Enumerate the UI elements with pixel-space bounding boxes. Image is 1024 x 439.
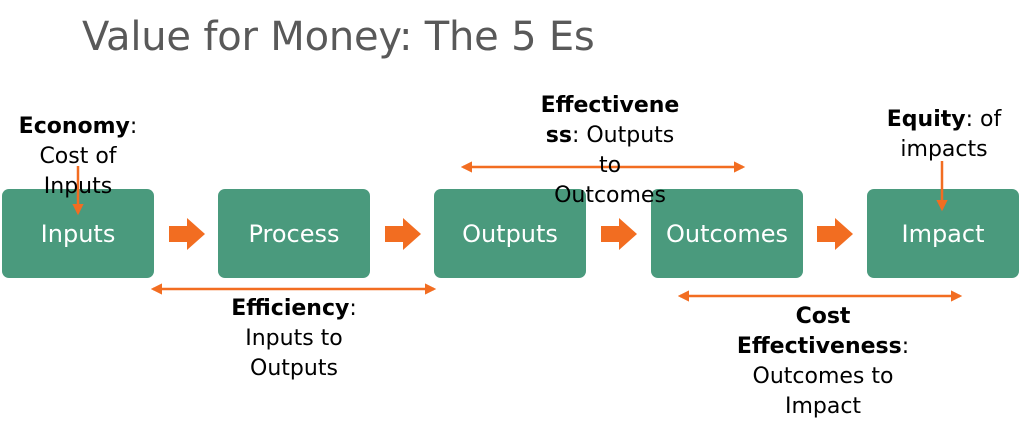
efficiency-term: Efficiency (231, 296, 350, 321)
outcomes-box-label: Outcomes (665, 219, 789, 248)
cost-effectiveness-term1: Cost (795, 304, 851, 329)
effectiveness-label: Effectivene ss: Outputs to Outcomes (530, 91, 690, 211)
outputs-box: Outputs (434, 189, 586, 278)
equity-term: Equity (886, 107, 966, 132)
effectiveness-term-line2: ss (545, 123, 572, 148)
flow-arrow-icon (817, 218, 853, 250)
economy-separator: : (129, 114, 138, 139)
flow-arrow-icon (385, 218, 421, 250)
page-title: Value for Money: The 5 Es (82, 14, 595, 60)
cost-effectiveness-label: Cost Effectiveness: Outcomes to Impact (718, 302, 928, 422)
cost-effectiveness-term2: Effectiveness (736, 334, 902, 359)
efficiency-separator: : (349, 296, 357, 321)
impact-box-label: Impact (901, 219, 985, 248)
effectiveness-line4: Outcomes (554, 183, 666, 208)
efficiency-line3: Outputs (250, 356, 338, 381)
efficiency-label: Efficiency: Inputs to Outputs (218, 294, 370, 384)
effectiveness-term-line1: Effectivene (540, 93, 680, 118)
cost-effectiveness-separator: : (901, 334, 910, 359)
effectiveness-line3: to (598, 153, 622, 178)
outputs-box-label: Outputs (462, 219, 558, 248)
economy-term: Economy (18, 114, 130, 139)
process-box-label: Process (248, 219, 340, 248)
equity-separator: : (965, 107, 974, 132)
economy-label: Economy: Cost of Inputs (2, 112, 154, 202)
inputs-box: Inputs (2, 189, 154, 278)
flow-arrow-icon (169, 218, 205, 250)
equity-label: Equity: of impacts (869, 105, 1019, 165)
efficiency-line2: Inputs to (245, 326, 343, 351)
effectiveness-separator: : (571, 123, 580, 148)
equity-line2: impacts (900, 137, 988, 162)
process-box: Process (218, 189, 370, 278)
cost-effectiveness-line4: Impact (784, 394, 862, 419)
impact-box: Impact (867, 189, 1019, 278)
economy-line1: Cost of (39, 144, 117, 169)
outcomes-box: Outcomes (651, 189, 803, 278)
flow-arrow-icon (601, 218, 637, 250)
economy-line2: Inputs (43, 174, 113, 199)
effectiveness-rest: Outputs (579, 123, 675, 148)
equity-rest: of (973, 107, 1002, 132)
cost-effectiveness-line3: Outcomes to (752, 364, 894, 389)
inputs-box-label: Inputs (40, 219, 116, 248)
